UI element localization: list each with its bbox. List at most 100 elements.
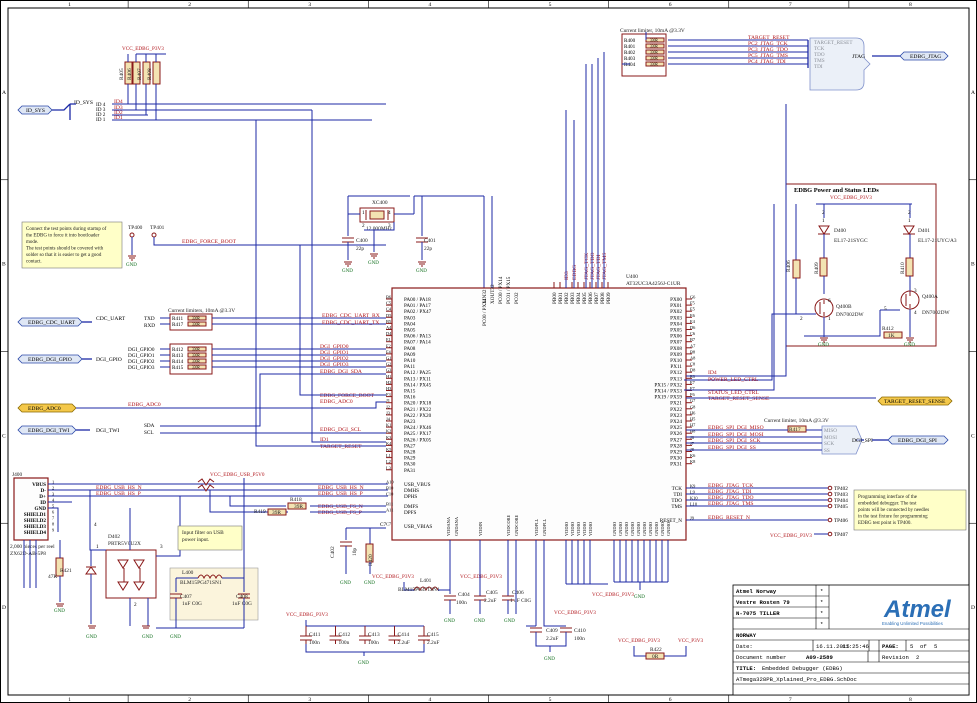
jtag-net: PC3_JTAG_TDO [748,47,788,53]
edbg-dgi-twi-port[interactable] [17,425,77,435]
edbg-cdc-uart-port[interactable] [17,317,83,327]
mcu-left-pin-num: L3 [386,465,392,470]
mcu-right-pin-num: A8 [690,356,696,361]
edbg-dgi-gpio-port[interactable] [17,354,83,364]
jtag-resistor-value: 330R [650,57,658,61]
test-point[interactable] [827,503,833,509]
jtag-resistor [645,61,665,67]
test-point[interactable] [827,491,833,497]
mcu-left-pin: PA21 / PX22 [404,407,432,413]
svg-text:3: 3 [160,544,163,550]
mcu-right-pin-num: C6 [690,331,696,336]
usb-pin-num: 1 [52,480,54,485]
mcu-supply-pin: VDDPLL [534,518,539,536]
column-tick-bottom: 4 [428,697,431,703]
jtag-resistor-value: 330R [650,45,658,49]
c408-ref: C408 [236,594,248,600]
svg-text:GND: GND [340,581,351,586]
force-boot-note [21,221,123,269]
d400-part: EL17-21SYGC [834,238,868,244]
test-point[interactable] [827,531,833,537]
dgi-twi-bus-label: DGI_TWI [96,428,119,434]
crystal-freq: 12.000MHz [366,226,393,232]
target-reset-sense-label: TARGET_RESET_SENSE [884,399,946,405]
test-point[interactable] [827,485,833,491]
edbg-adc0-port[interactable] [17,403,77,413]
gpio-bus-signal: DGI_GPIO3 [128,365,155,371]
usb-pin-label: D+ [39,494,46,500]
gpio-resistor [187,352,207,358]
r419-ref: R419 [254,509,266,515]
tb-file: ATmega328PB_Xplained_Pro_EDBG.SchDoc [736,676,857,683]
crystal-ref: XC400 [372,200,388,206]
jtag-resistor-value: 330R [650,63,658,67]
column-tick-bottom: 7 [789,697,792,703]
jtag-tp-net: EDBG_JTAG_TDO [708,495,754,501]
mcu-supply-pin: GNDCORE [514,514,519,536]
r412-led: R412 [882,326,894,332]
mcu-left-pin-num: K5 [386,447,392,452]
usb-pin-label: SHIELD1 [24,512,47,518]
mcu-right-pin: PX30 [670,456,682,462]
mcu-right-pin: PX01 [670,303,682,309]
mcu-left-pin-num: C4 [386,307,392,312]
gpio-net: DGI_GPIO2 [320,356,349,362]
mcu-left-pin-num: J2 [386,404,390,409]
mcu-right-pin: PX04 [670,321,682,327]
decoupling-cap-value: 100n [368,640,379,646]
mcu-usb-pin: DMHS [404,488,419,494]
id-sys-port[interactable] [17,105,53,115]
c404-ref: C404 [458,592,470,598]
mcu-right-pin-num: D8 [690,368,696,373]
mcu-right-pin-num: G7 [690,398,696,403]
tb-city: N-7075 TILLER [736,610,780,617]
mcu-left-pin: PA11 [404,364,416,370]
vcc-id-pullups: VCC_EDBG_P3V3 [122,46,164,52]
mcu-left-pin-num: G3 [386,368,392,373]
mcu-usb-pin-num: B10 [386,486,394,491]
mcu-usb-pin-num: C7 [386,522,392,527]
r421-ref: R421 [60,568,72,574]
mcu-right-nets: ID4 POWER_LED_CTRL STATUS_LED_CTRL TARGE… [686,104,953,406]
mcu-jtag-pin-num: K9 [690,484,696,489]
id4-right-net: ID4 [708,370,717,376]
decoupling-cap-ref: C412 [339,632,351,638]
tb-title-label: TITLE: [736,665,756,672]
mcu-right-pin-num: K6 [690,453,696,458]
mcu-right-pin: PX28 [670,443,682,449]
r410-led: R410 [900,262,906,274]
gnd-symbol: GND [416,269,427,274]
test-point[interactable] [827,517,833,523]
svg-text:GND: GND [444,619,455,624]
tb-time: 11:25:46 [842,643,869,650]
jtag-resistor-ref: R404 [624,62,636,68]
usb-hsp-net2: EDBG_USB_HS_P [318,491,363,497]
test-point[interactable] [827,497,833,503]
atmel-tagline: Enabling Unlimited Possibilities [882,621,944,626]
decoupling-cap-value: 2.2uF [427,640,439,646]
jtag-tp-net: EDBG_JTAG_TCK [708,483,753,489]
gpio-resistor [187,364,207,370]
gpio-bus-signal: DGI_GPIO0 [128,347,155,353]
mcu-left-pin: PA03 [404,315,416,321]
mcu-top-net: EDBG [572,265,578,280]
test-point-label: TP402 [834,486,848,492]
mcu-right-pin-num: E7 [690,380,696,385]
mcu-right-pin-num: A7 [690,343,696,348]
usb-pin-num: 3 [52,492,55,497]
c408-val: 1uF C0G [232,601,252,607]
force-boot-note-line: The test points should be covered with [26,247,104,252]
d401-ref: D401 [918,228,930,234]
svg-text:GND: GND [634,595,645,600]
edbg-jtag-port[interactable] [899,51,949,61]
mcu-left-pin: PA15 [404,389,416,395]
mcu-usb-pin-num: A11 [386,508,393,513]
decoupling-cap-value: 100n [339,640,350,646]
gpio-resistor-value: 330R [192,360,200,364]
mcu-supply-pin: VDDANA [446,516,451,536]
id1-net: ID1 [114,115,123,121]
c405-ref: C405 [486,590,498,596]
mcu-right-pin: PX22 [670,407,682,413]
target-reset-sense-port[interactable] [877,396,953,406]
